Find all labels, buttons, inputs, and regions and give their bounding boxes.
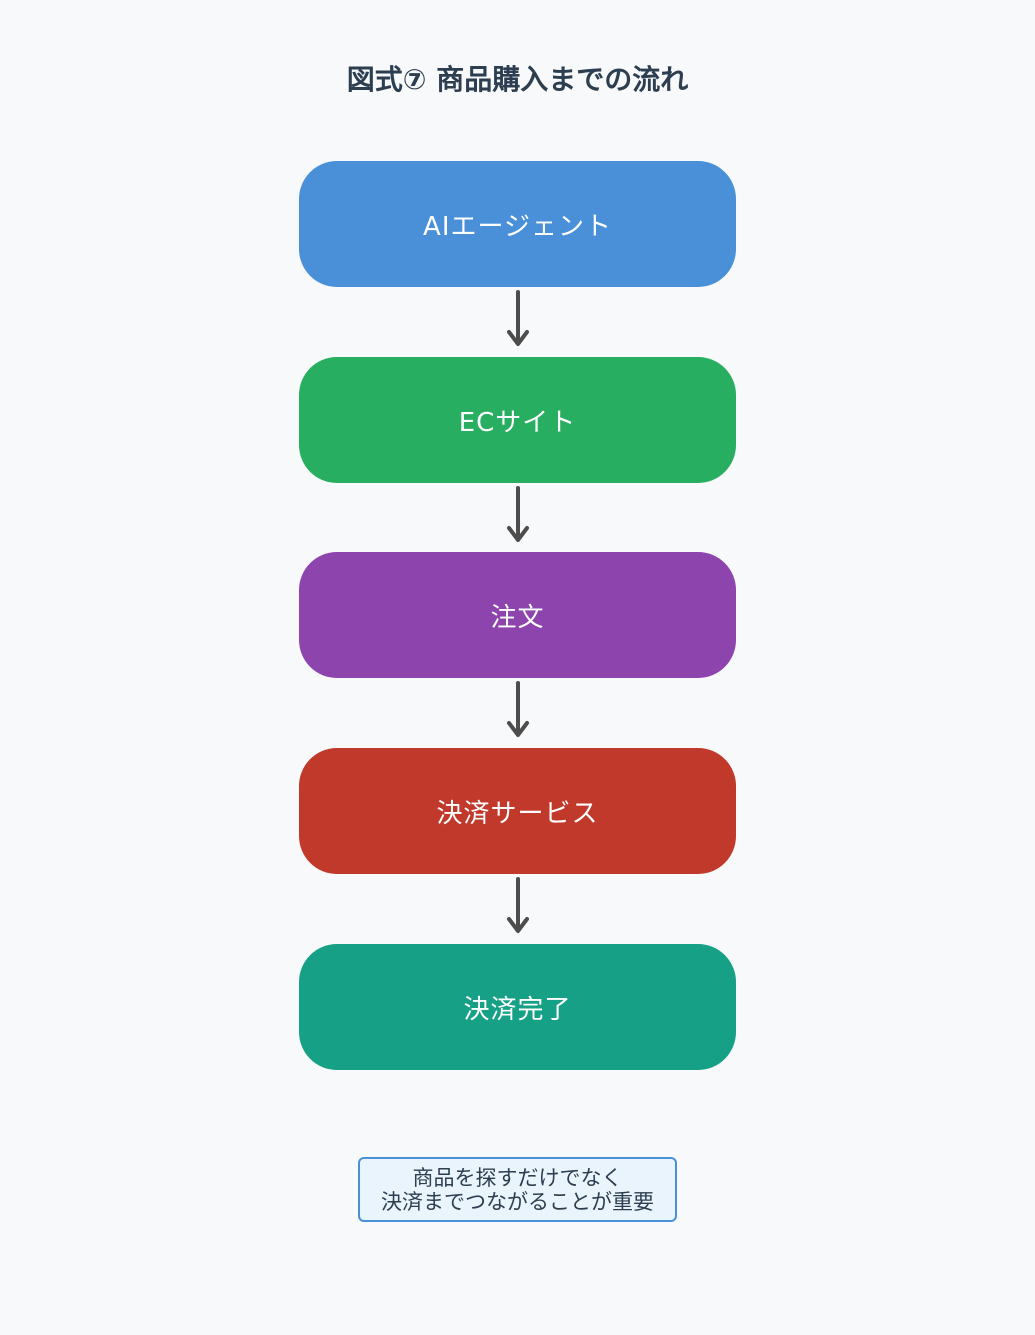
step-payment-complete: 決済完了 [299,944,736,1070]
arrow-down-icon [507,877,529,933]
arrow-down-icon [507,486,529,542]
step-ai-agent: AIエージェント [299,161,736,287]
arrow-down-icon [507,290,529,346]
note-line-1: 商品を探すだけでなく [412,1165,623,1190]
note-box: 商品を探すだけでなく 決済までつながることが重要 [358,1157,677,1222]
step-payment-service: 決済サービス [299,748,736,874]
note-line-2: 決済までつながることが重要 [381,1189,654,1214]
arrow-down-icon [507,681,529,737]
step-ec-site: ECサイト [299,357,736,483]
step-order: 注文 [299,552,736,678]
diagram-title: 図式⑦ 商品購入までの流れ [346,63,689,96]
